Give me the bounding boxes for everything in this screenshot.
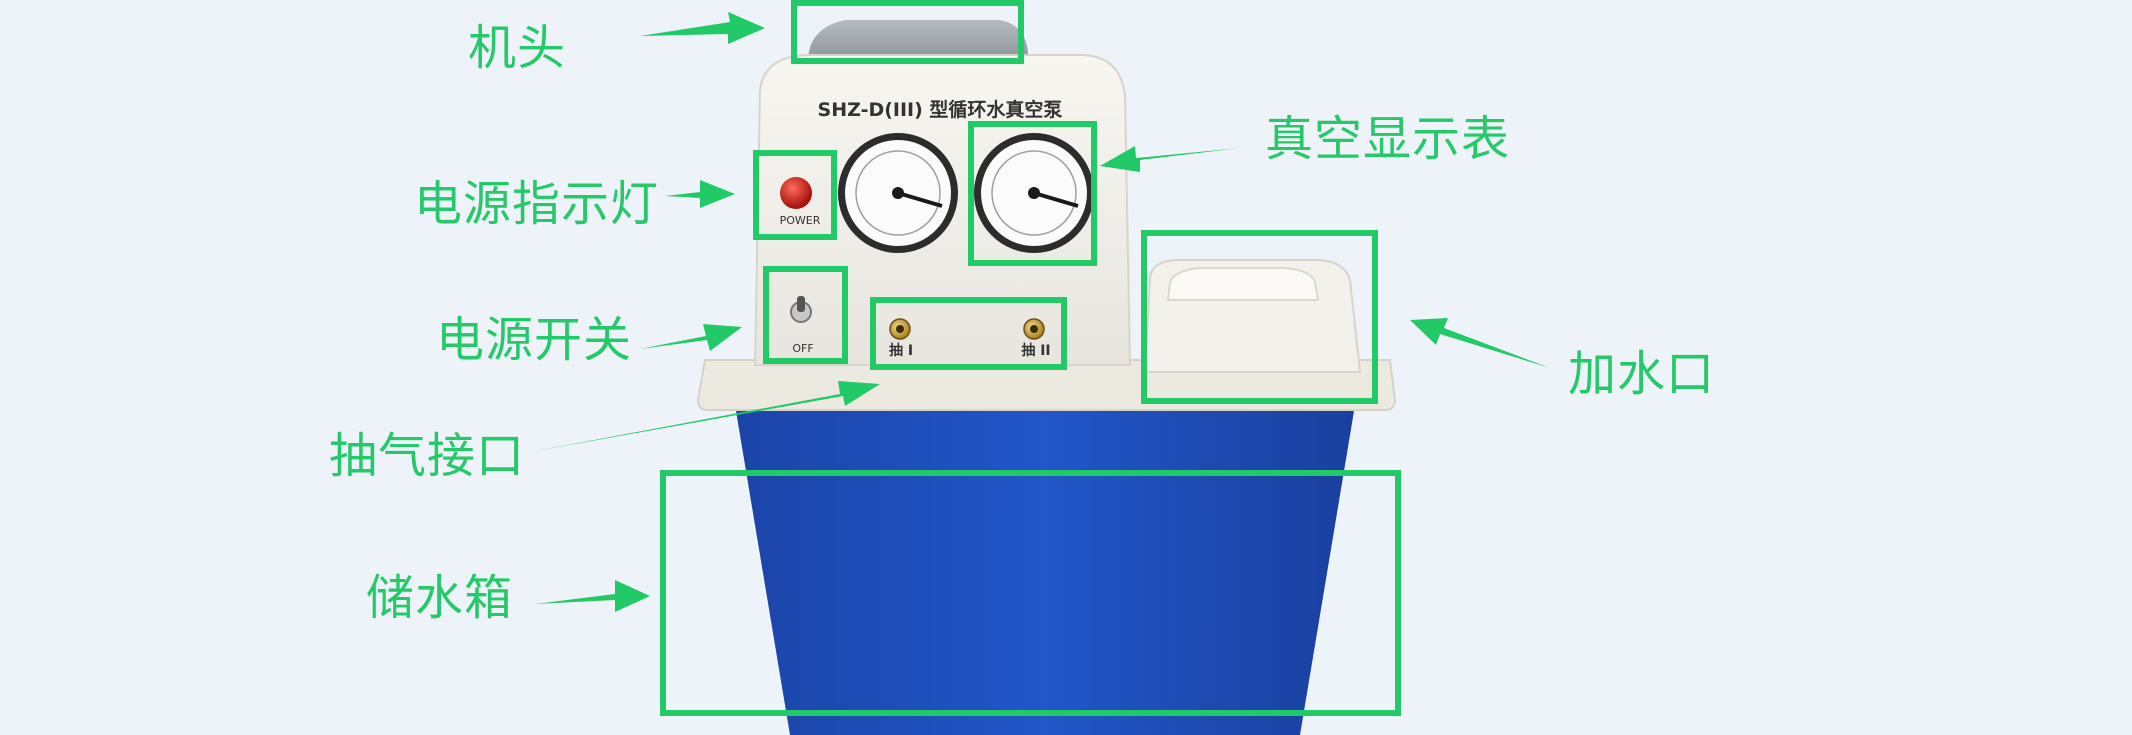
power-led [780, 177, 812, 209]
highlight-head [791, 0, 1024, 64]
highlight-power-indicator [753, 150, 837, 240]
switch-off-label: OFF [792, 342, 813, 355]
model-title: SHZ-D(III) 型循环水真空泵 [818, 98, 1063, 121]
callout-power-indicator: 电源指示灯 [414, 176, 660, 232]
highlight-power-switch [763, 266, 848, 364]
callout-arrows [530, 12, 1550, 612]
arrow-power-switch [640, 324, 742, 351]
arrow-water-tank [535, 580, 650, 612]
arrow-suction-port [530, 381, 880, 452]
suction-port-1-label: 抽 I [889, 342, 913, 359]
power-led-label: POWER [780, 214, 821, 227]
head-dome [808, 20, 1029, 62]
vacuum-gauge-left [838, 133, 958, 253]
highlight-water-inlet [1141, 230, 1378, 404]
callout-water-tank: 储水箱 [366, 570, 514, 626]
arrow-head [640, 12, 765, 44]
arrow-power-indicator [665, 180, 735, 208]
callout-vacuum-gauge: 真空显示表 [1265, 111, 1511, 167]
arrow-water-inlet [1410, 318, 1550, 368]
highlight-water-tank [660, 470, 1401, 716]
highlight-suction-port [870, 297, 1067, 370]
callout-water-inlet: 加水口 [1568, 346, 1716, 402]
vacuum-gauge-right [974, 133, 1094, 253]
callout-head: 机头 [468, 20, 567, 76]
highlight-vacuum-gauge [968, 121, 1097, 266]
arrow-vacuum-gauge [1100, 146, 1240, 172]
water-tank-body [735, 405, 1355, 735]
water-inlet-cap [1166, 267, 1320, 301]
power-toggle [790, 296, 812, 323]
suction-port-2-label: 抽 II [1021, 342, 1050, 359]
callout-suction-port: 抽气接口 [329, 428, 526, 484]
callout-power-switch: 电源开关 [436, 312, 633, 368]
